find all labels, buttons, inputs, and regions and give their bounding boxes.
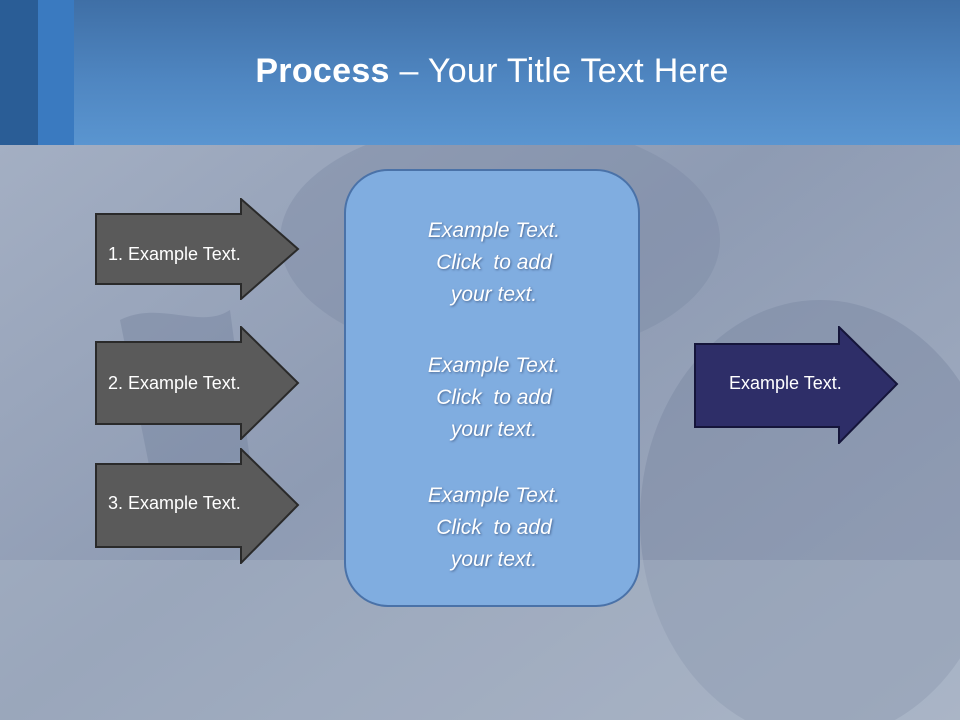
paragraph-line: your text.: [450, 548, 538, 571]
process-step-arrow-1[interactable]: 1. Example Text.: [95, 198, 301, 300]
step-label: 1. Example Text.: [108, 244, 241, 264]
slide-title: Process – Your Title Text Here: [0, 52, 960, 91]
result-label: Example Text.: [729, 373, 842, 393]
header-stripe: [38, 0, 74, 145]
title-rest: – Your Title Text Here: [389, 52, 729, 90]
arrow-shape: [95, 448, 300, 564]
step-label: 3. Example Text.: [108, 493, 241, 513]
paragraph-line: Click to add: [436, 386, 552, 409]
header-stripe: [0, 0, 38, 145]
center-content-box[interactable]: Example Text. Click to add your text. Ex…: [344, 169, 640, 607]
step-label: 2. Example Text.: [108, 373, 241, 393]
arrow-shape: [95, 326, 300, 440]
paragraph-line: Example Text.: [427, 354, 561, 377]
title-bold: Process: [255, 52, 390, 90]
center-paragraph-1: Example Text. Click to add your text.: [346, 215, 642, 311]
process-step-arrow-3[interactable]: 3. Example Text.: [95, 448, 301, 564]
process-step-arrow-2[interactable]: 2. Example Text.: [95, 326, 301, 440]
header-bar: Process – Your Title Text Here: [0, 0, 960, 145]
paragraph-line: Example Text.: [427, 484, 561, 507]
result-arrow[interactable]: Example Text.: [694, 326, 900, 444]
center-paragraph-2: Example Text. Click to add your text.: [346, 350, 642, 446]
paragraph-line: Click to add: [436, 516, 552, 539]
paragraph-line: your text.: [450, 283, 538, 306]
paragraph-line: Click to add: [436, 251, 552, 274]
paragraph-line: your text.: [450, 418, 538, 441]
arrow-shape: [95, 198, 300, 300]
arrow-shape: [694, 326, 899, 444]
paragraph-line: Example Text.: [427, 219, 561, 242]
center-paragraph-3: Example Text. Click to add your text.: [346, 480, 642, 576]
